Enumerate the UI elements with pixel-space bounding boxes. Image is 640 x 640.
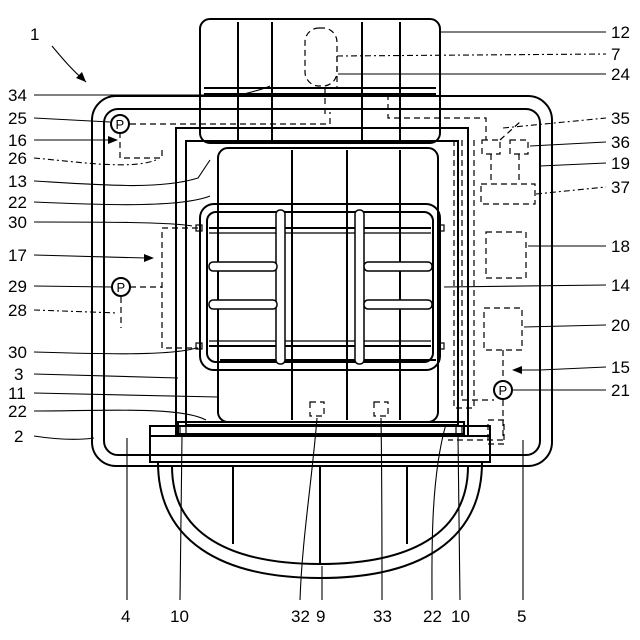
label-34: 34 [8, 86, 27, 105]
label-5: 5 [517, 607, 526, 626]
label-9: 9 [316, 607, 325, 626]
svg-text:P: P [116, 117, 125, 132]
label-10-left: 10 [170, 607, 189, 626]
leader-7 [337, 54, 606, 56]
leader-3 [34, 374, 178, 378]
leader-10-right [458, 436, 460, 600]
label-4: 4 [121, 607, 130, 626]
leader-25 [34, 118, 110, 122]
rack-handle-3 [209, 300, 277, 309]
leader-30-top [34, 222, 192, 226]
pump-29: P [112, 278, 130, 296]
leader-15 [540, 367, 606, 370]
label-7: 7 [611, 45, 620, 64]
leader-11 [34, 393, 218, 397]
arrow-17 [144, 254, 154, 262]
leader-10-left [180, 436, 182, 600]
label-12: 12 [611, 23, 630, 42]
leader-13 [34, 160, 210, 186]
label-13: 13 [8, 172, 27, 191]
label-2: 2 [14, 427, 23, 446]
label-25: 25 [8, 109, 27, 128]
leader-17 [34, 255, 146, 258]
unit-18 [486, 232, 526, 278]
label-17: 17 [8, 246, 27, 265]
label-21: 21 [611, 381, 630, 400]
unit-37 [481, 184, 535, 204]
label-3: 3 [14, 365, 23, 384]
pump-25: P [111, 115, 129, 133]
label-15: 15 [611, 358, 630, 377]
label-30-bottom: 30 [8, 343, 27, 362]
leader-20 [524, 325, 606, 327]
label-29: 29 [8, 277, 27, 296]
label-37: 37 [611, 178, 630, 197]
leader-22-top [34, 196, 210, 205]
pipe-17 [162, 228, 198, 348]
wash-chamber-outer [176, 128, 468, 436]
wash-chamber-inner [186, 141, 458, 425]
pipe-35 [388, 94, 486, 140]
rack-handle-1 [209, 262, 277, 271]
label-10-right: 10 [451, 607, 470, 626]
label-18: 18 [611, 237, 630, 256]
label-19: 19 [611, 154, 630, 173]
valve-36 [510, 140, 528, 154]
label-28: 28 [8, 301, 27, 320]
leader-29 [34, 286, 112, 287]
pump-21: P [494, 381, 512, 399]
unit-20 [484, 308, 522, 350]
svg-text:P: P [499, 383, 508, 398]
leader-22-bottom [34, 410, 206, 420]
label-33: 33 [373, 607, 392, 626]
leader-2 [34, 436, 94, 439]
outer-housing [92, 96, 552, 466]
label-32: 32 [291, 607, 310, 626]
door-frame [178, 422, 464, 434]
leader-32 [300, 418, 317, 600]
pipe-37-top [500, 122, 520, 140]
label-26: 26 [8, 149, 27, 168]
door-hinge-right [456, 426, 462, 434]
label-main: 1 [30, 25, 39, 44]
door-hinge-left [180, 426, 186, 434]
pipe-26 [120, 132, 162, 158]
label-24: 24 [611, 65, 630, 84]
label-30-top: 30 [8, 213, 27, 232]
svg-text:P: P [117, 280, 126, 295]
sensor-33 [374, 402, 388, 416]
label-35: 35 [611, 109, 630, 128]
label-22-br: 22 [423, 607, 442, 626]
label-22-bottom: 22 [8, 402, 27, 421]
label-22-top: 22 [8, 193, 27, 212]
arrow-16 [108, 136, 118, 144]
label-36: 36 [611, 133, 630, 152]
capsule-7 [305, 28, 337, 86]
sensor-32 [310, 402, 324, 416]
leader-19 [540, 163, 606, 166]
pipe-16 [130, 112, 330, 124]
lower-basket [218, 148, 438, 422]
rack-handle-4 [364, 300, 432, 309]
leader-30-bottom [34, 348, 196, 354]
rack-bar-v2 [355, 210, 364, 364]
pipe-15 [462, 140, 494, 400]
leader-26 [34, 158, 156, 165]
label-14: 14 [611, 276, 630, 295]
label-16: 16 [8, 131, 27, 150]
rack-bar-v1 [276, 210, 285, 364]
valve-35 [482, 140, 500, 154]
leader-36 [530, 142, 606, 146]
rack-handle-2 [364, 262, 432, 271]
label-20: 20 [611, 316, 630, 335]
leader-37 [536, 187, 606, 194]
label-11: 11 [8, 384, 26, 403]
leader-22-br [432, 424, 446, 600]
leader-28 [34, 310, 118, 313]
